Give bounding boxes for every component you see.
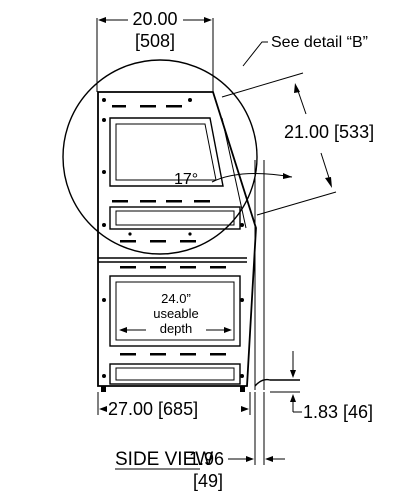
angled-length-label: 21.00 [533] — [284, 122, 374, 142]
top-width-mm: [508] — [135, 31, 175, 51]
useable-depth-callout: 24.0” useable depth — [119, 291, 232, 336]
useable-depth-line1: 24.0” — [161, 291, 191, 306]
detail-callout: See detail “B” — [62, 34, 368, 255]
detail-circle — [62, 59, 258, 255]
mounting-holes — [102, 98, 244, 378]
cabinet-feet — [101, 378, 300, 393]
useable-depth-line3: depth — [160, 321, 193, 336]
lower-rack-panel — [109, 275, 241, 385]
upper-rack-panel — [109, 117, 247, 230]
angle-indicator: 17° — [174, 160, 293, 390]
detail-note: See detail “B” — [271, 34, 368, 51]
foot-height-dimension: 1.83 [46] — [290, 351, 373, 422]
cabinet-outline — [97, 91, 257, 387]
foot-height-label: 1.83 [46] — [303, 402, 373, 422]
overall-depth-dimension: 27.00 [685] — [97, 392, 251, 419]
rail-slots — [112, 105, 226, 356]
top-width-inches: 20.00 — [132, 9, 177, 29]
angled-length-dimension: 21.00 [533] — [221, 72, 374, 216]
view-title: SIDE VIEW — [115, 449, 213, 470]
foot-offset-dimension: 1.96 [49] — [189, 392, 285, 491]
overall-depth-label: 27.00 [685] — [108, 399, 198, 419]
view-title-text: SIDE VIEW — [115, 449, 213, 470]
top-width-dimension: 20.00 [508] — [96, 9, 214, 92]
foot-offset-inches: 1.96 — [189, 449, 224, 469]
foot-offset-mm: [49] — [193, 471, 223, 491]
useable-depth-line2: useable — [153, 306, 199, 321]
